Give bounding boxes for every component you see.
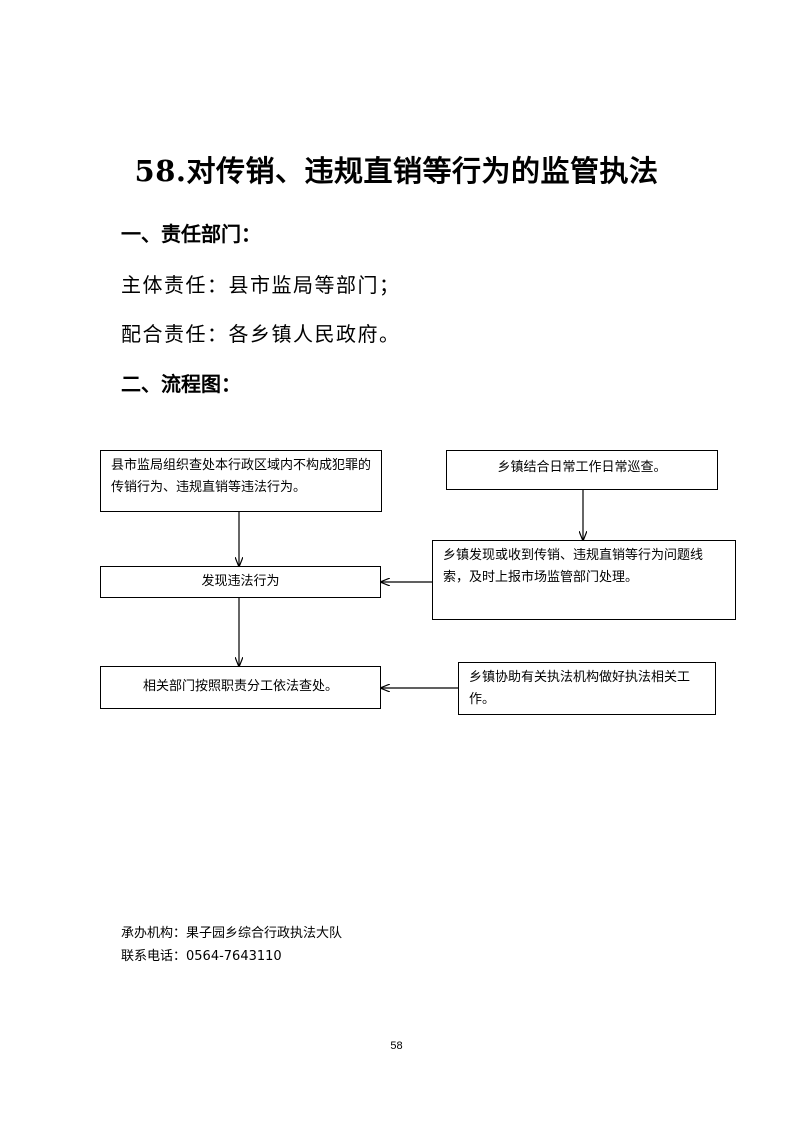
section-responsibility-heading: 一、责任部门：	[121, 222, 261, 246]
page-number: 58	[390, 1040, 403, 1052]
contact-phone: 联系电话：0564-7643110	[121, 949, 282, 964]
box-county-inspection: 县市监局组织查处本行政区域内不构成犯罪的传销行为、违规直销等违法行为。	[100, 450, 382, 512]
cooperating-responsibility: 配合责任：各乡镇人民政府。	[121, 322, 401, 346]
box-county-inspection-text: 县市监局组织查处本行政区域内不构成犯罪的传销行为、违规直销等违法行为。	[111, 458, 372, 495]
box-town-report-text: 乡镇发现或收到传销、违规直销等行为问题线索，及时上报市场监管部门处理。	[443, 548, 704, 585]
box-town-patrol: 乡镇结合日常工作日常巡查。	[446, 450, 718, 490]
box-discover-violation: 发现违法行为	[100, 566, 381, 598]
page-title: 58.对传销、违规直销等行为的监管执法	[134, 154, 659, 188]
section-flowchart-heading: 二、流程图：	[121, 372, 241, 396]
box-department-handle: 相关部门按照职责分工依法查处。	[100, 666, 381, 709]
box-town-patrol-text: 乡镇结合日常工作日常巡查。	[497, 460, 667, 475]
box-town-assist: 乡镇协助有关执法机构做好执法相关工作。	[458, 662, 716, 715]
box-town-report: 乡镇发现或收到传销、违规直销等行为问题线索，及时上报市场监管部门处理。	[432, 540, 736, 620]
box-town-assist-text: 乡镇协助有关执法机构做好执法相关工作。	[469, 670, 691, 707]
box-department-handle-text: 相关部门按照职责分工依法查处。	[142, 679, 338, 694]
primary-responsibility: 主体责任：县市监局等部门；	[121, 273, 401, 297]
handling-unit: 承办机构：果子园乡综合行政执法大队	[121, 926, 343, 941]
box-discover-violation-text: 发现违法行为	[201, 574, 280, 589]
